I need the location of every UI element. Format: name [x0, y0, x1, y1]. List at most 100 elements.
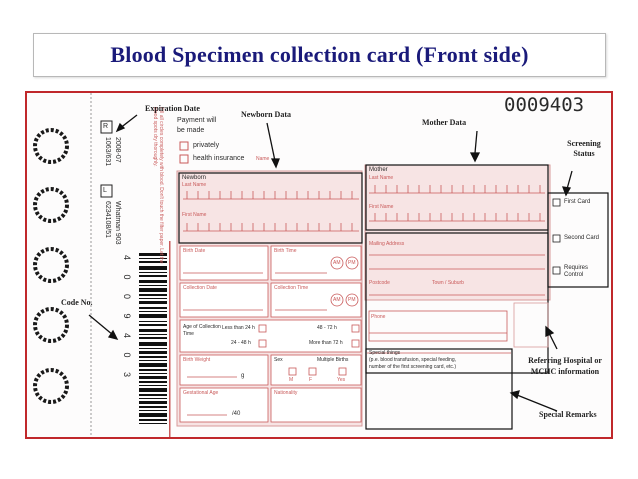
blood-spot-circle — [33, 128, 69, 164]
multiple-yes-checkbox[interactable] — [338, 367, 347, 376]
lot-box — [100, 184, 113, 198]
collection-date-label: Collection Date — [183, 285, 217, 291]
collection-am-radio[interactable] — [330, 293, 344, 307]
specimen-card: R L 2008-07 1063/631 Whatman 903 6234108… — [25, 91, 613, 439]
weight-unit: g — [241, 373, 245, 379]
newborn-section-label: Newborn — [182, 175, 207, 181]
birth-date-box[interactable] — [179, 245, 269, 281]
mother-first-name-label: First Name — [369, 204, 394, 210]
phone-box[interactable] — [368, 310, 508, 342]
second-card-checkbox[interactable] — [552, 234, 561, 243]
payment-heading-2: be made — [177, 127, 205, 134]
phone-label: Phone — [371, 314, 386, 320]
first-card-checkbox[interactable] — [552, 198, 561, 207]
birth-weight-box[interactable] — [179, 354, 269, 386]
insurance-label: health insurance — [193, 155, 245, 162]
privately-checkbox[interactable] — [179, 141, 189, 151]
sex-f-checkbox[interactable] — [308, 367, 317, 376]
second-card-label: Second Card — [564, 235, 600, 241]
serial-number: 0009403 — [504, 94, 585, 116]
gestational-age-label: Gestational Age — [183, 390, 219, 396]
special-line1: (p.e. blood transfusion, special feeding… — [369, 357, 456, 363]
annotation-screening-status: Screening Status — [567, 139, 601, 158]
age-lt24-label: Less than 24 h — [222, 325, 255, 331]
lot-label: L — [103, 187, 107, 194]
mother-first-name-field[interactable] — [369, 213, 545, 222]
age-48-72-checkbox[interactable] — [351, 324, 360, 333]
barcode — [139, 253, 167, 424]
ref-box — [100, 120, 113, 134]
postcode-label: Postcode — [369, 280, 390, 286]
newborn-name-frame — [178, 172, 363, 244]
collection-am-label: AM — [333, 297, 341, 303]
age-lt24-checkbox[interactable] — [258, 324, 267, 333]
lot-code: Whatman 903 — [114, 201, 121, 245]
ref-label: R — [103, 123, 109, 130]
sex-m-checkbox[interactable] — [288, 367, 297, 376]
birth-time-label: Birth Time — [274, 248, 297, 254]
payment-heading-1: Payment will — [177, 117, 217, 124]
annotation-mother-data: Mother Data — [422, 118, 467, 127]
age-collection-label: Age of Collection Time — [183, 324, 221, 337]
card-graphics — [33, 93, 609, 437]
gestational-age-box[interactable] — [179, 387, 269, 423]
blood-spot-circle — [33, 247, 69, 283]
mother-section-label: Mother — [369, 167, 388, 173]
ga-unit: /40 — [232, 411, 241, 417]
requires-control-checkbox[interactable] — [552, 266, 561, 275]
collection-pm-radio[interactable] — [345, 293, 359, 307]
screening-frame — [547, 192, 609, 288]
birth-am-radio[interactable] — [330, 256, 344, 270]
multiple-yes-label: Yes — [337, 377, 346, 383]
annotation-newborn-data: Newborn Data — [241, 110, 291, 119]
annotation-referring-hospital: Referring Hospital or MCHC information — [528, 356, 602, 376]
mother-last-name-label: Last Name — [369, 175, 394, 181]
privately-label: privately — [193, 142, 220, 149]
annotation-code-no: Code No. — [61, 298, 93, 307]
birth-am-label: AM — [333, 260, 341, 266]
newborn-first-name-field[interactable] — [183, 223, 359, 232]
birth-pm-radio[interactable] — [345, 256, 359, 270]
age-24-48-label: 24 - 48 h — [231, 340, 251, 346]
mailing-address-label: Mailing Address — [369, 241, 405, 247]
blood-spot-circle — [33, 307, 69, 343]
collection-time-label: Collection Time — [274, 285, 309, 291]
mother-last-name-field[interactable] — [369, 185, 545, 194]
barcode-digits: 4 0 0 9 4 0 3 — [122, 255, 132, 384]
nationality-box[interactable] — [270, 387, 362, 423]
town-label: Town / Suburb — [432, 280, 464, 286]
age-48-72-label: 48 - 72 h — [317, 325, 337, 331]
sex-f-label: F — [309, 377, 313, 383]
requires-control-label: Requires Control — [564, 265, 589, 278]
age-gt72-checkbox[interactable] — [351, 339, 360, 348]
age-box[interactable] — [179, 319, 362, 353]
collection-date-box[interactable] — [179, 282, 269, 318]
ref-number: 1063/631 — [104, 137, 111, 167]
nationality-label: Nationality — [274, 390, 298, 396]
birth-pm-label: PM — [348, 260, 356, 266]
sex-label: Sex — [274, 357, 283, 363]
first-card-label: First Card — [564, 199, 591, 205]
sex-m-label: M — [289, 377, 294, 383]
birth-weight-label: Birth Weight — [183, 357, 211, 363]
multiple-births-label: Multiple Births — [317, 357, 349, 363]
special-heading: Special things — [369, 350, 401, 356]
annotation-special-remarks: Special Remarks — [539, 410, 597, 419]
ref-code: 2008-07 — [114, 137, 121, 163]
lot-number: 6234108/51 — [104, 201, 111, 238]
age-gt72-label: More than 72 h — [309, 340, 343, 346]
newborn-last-name-label: Last Name — [182, 182, 207, 188]
annotation-expiration-date: Expiration Date — [145, 104, 200, 113]
slide-title: Blood Specimen collection card (Front si… — [110, 42, 529, 67]
annotation-arrows — [88, 114, 573, 412]
spine-instructions: Fill all circles completely with blood. … — [152, 107, 164, 264]
blood-spot-circles — [33, 128, 69, 404]
special-remarks-frame[interactable] — [365, 348, 513, 430]
age-24-48-checkbox[interactable] — [258, 339, 267, 348]
collection-pm-label: PM — [348, 297, 356, 303]
special-line2: number of the first screening card, etc.… — [369, 364, 456, 370]
newborn-last-name-field[interactable] — [183, 191, 359, 200]
insurance-checkbox[interactable] — [179, 154, 189, 164]
referring-hospital-area[interactable] — [513, 302, 549, 348]
birth-date-label: Birth Date — [183, 248, 206, 254]
